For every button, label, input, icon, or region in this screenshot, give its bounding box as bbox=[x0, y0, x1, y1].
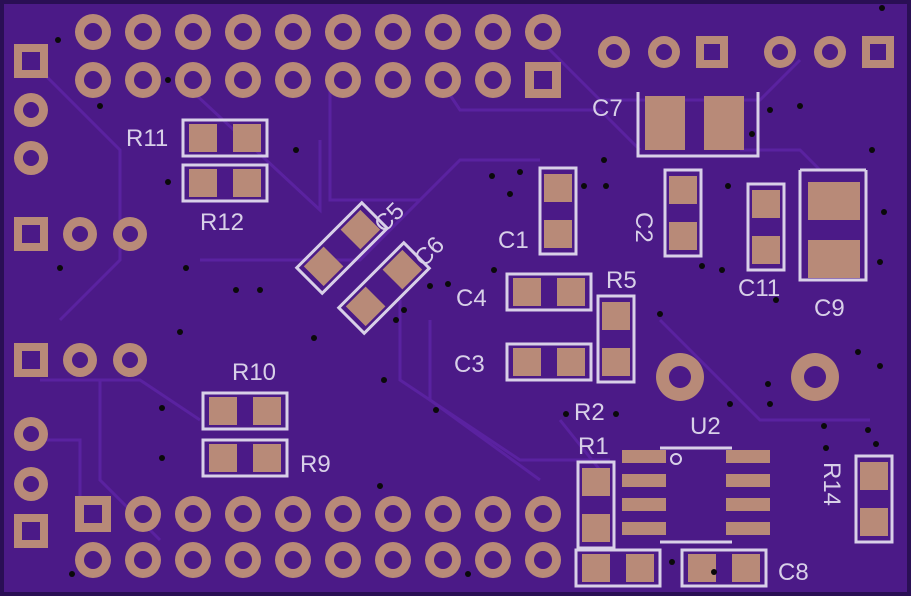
label-C7: C7 bbox=[592, 95, 623, 122]
label-R11: R11 bbox=[126, 125, 168, 152]
label-U2: U2 bbox=[690, 413, 721, 440]
label-C11: C11 bbox=[738, 275, 780, 302]
label-C4: C4 bbox=[456, 285, 487, 312]
top-right-connector bbox=[598, 36, 894, 68]
label-R5: R5 bbox=[606, 267, 637, 294]
vias bbox=[55, 5, 887, 577]
label-R10: R10 bbox=[232, 359, 276, 386]
silk-outlines bbox=[181, 92, 894, 588]
label-C8: C8 bbox=[778, 559, 809, 586]
header-top-holes bbox=[84, 23, 552, 89]
mounting-holes bbox=[656, 353, 839, 401]
label-R2: R2 bbox=[574, 399, 605, 426]
label-C9: C9 bbox=[814, 295, 845, 322]
label-R1: R1 bbox=[578, 433, 609, 460]
label-R12: R12 bbox=[200, 209, 244, 236]
traces bbox=[28, 38, 870, 542]
label-C3: C3 bbox=[454, 351, 485, 378]
silk-labels: R11 R12 C7 C1 C11 C9 C4 R5 C3 R10 R9 R2 … bbox=[126, 95, 845, 586]
top-right-holes bbox=[606, 44, 886, 60]
label-C1: C1 bbox=[498, 227, 529, 254]
left-edge-holes bbox=[22, 52, 138, 540]
label-C2: C2 bbox=[630, 212, 657, 243]
header-bottom-holes bbox=[84, 505, 552, 569]
smd-pads bbox=[189, 96, 888, 582]
pin1-marker bbox=[670, 453, 682, 465]
label-R14: R14 bbox=[818, 462, 845, 506]
left-edge-pads bbox=[14, 44, 147, 548]
label-R9: R9 bbox=[300, 451, 331, 478]
